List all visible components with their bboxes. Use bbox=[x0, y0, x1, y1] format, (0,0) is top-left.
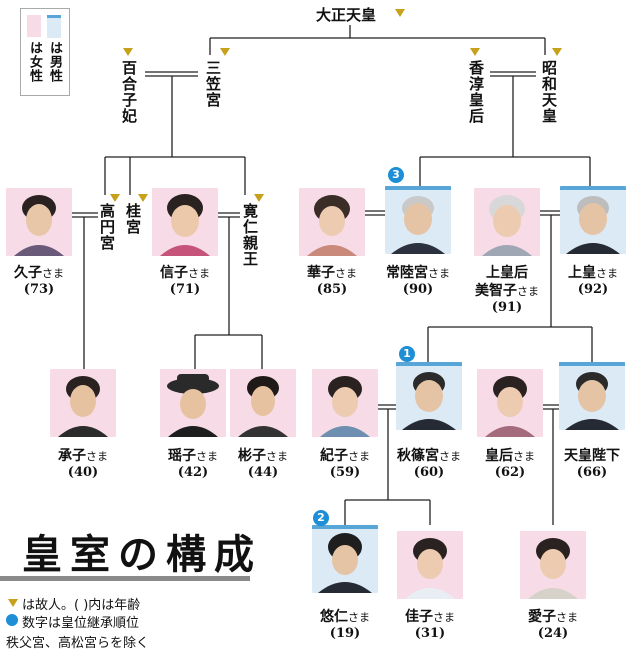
kogo-age: (62) bbox=[494, 465, 526, 480]
tsuguko-age: (40) bbox=[67, 465, 99, 480]
kojun-label: 香淳皇后 bbox=[467, 60, 485, 124]
hitachi-age: (90) bbox=[402, 282, 434, 297]
deceased-marker-icon bbox=[8, 599, 18, 607]
chart-title: 皇室の構成 bbox=[22, 531, 262, 578]
tsuguko-name: 承子さま bbox=[58, 448, 108, 464]
yoko-name: 瑶子さま bbox=[168, 448, 218, 464]
kogo-name: 皇后さま bbox=[485, 448, 535, 464]
yoko-age: (42) bbox=[177, 465, 209, 480]
joko-name: 上皇さま bbox=[568, 265, 618, 281]
aiko-age: (24) bbox=[537, 626, 569, 641]
aiko-name: 愛子さま bbox=[528, 609, 578, 625]
nobuko-age: (71) bbox=[169, 282, 201, 297]
succession-rank-badge: 3 bbox=[388, 167, 404, 183]
hanako-name: 華子さま bbox=[307, 265, 357, 281]
joko-photo bbox=[560, 186, 626, 254]
michiko-photo bbox=[474, 188, 540, 256]
deceased-marker-icon bbox=[254, 194, 264, 202]
aiko-photo bbox=[520, 531, 586, 599]
deceased-marker-icon bbox=[470, 48, 480, 56]
akiko-photo bbox=[230, 369, 296, 437]
tenno-age: (66) bbox=[576, 465, 608, 480]
hanako-age: (85) bbox=[316, 282, 348, 297]
akishino-age: (60) bbox=[413, 465, 445, 480]
mikasa-label: 三笠宮 bbox=[204, 60, 222, 108]
tsuguko-photo bbox=[50, 369, 116, 437]
joko-age: (92) bbox=[577, 282, 609, 297]
deceased-marker-icon bbox=[395, 9, 405, 17]
hisahito-name: 悠仁さま bbox=[320, 609, 370, 625]
kiko-photo bbox=[312, 369, 378, 437]
hisahito-age: (19) bbox=[329, 626, 361, 641]
yoko-photo bbox=[160, 369, 226, 437]
legend-male-label: は男性 bbox=[47, 41, 62, 83]
taisho-label: 大正天皇 bbox=[316, 6, 377, 24]
kiko-name: 紀子さま bbox=[320, 448, 370, 464]
deceased-marker-icon bbox=[123, 48, 133, 56]
tenno-photo bbox=[559, 362, 625, 430]
nobuko-photo bbox=[152, 188, 218, 256]
title-underline bbox=[0, 576, 250, 581]
kiko-age: (59) bbox=[329, 465, 361, 480]
michiko-name: 上皇后 bbox=[486, 265, 528, 281]
takamado-label: 高円宮 bbox=[98, 203, 116, 251]
deceased-marker-icon bbox=[552, 48, 562, 56]
kako-photo bbox=[397, 531, 463, 599]
note-succession: 数字は皇位継承順位 bbox=[22, 616, 140, 631]
gender-legend: は男性 は女性 bbox=[20, 8, 70, 96]
hisako-photo bbox=[6, 188, 72, 256]
hisako-name: 久子さま bbox=[14, 265, 64, 281]
hitachi-photo bbox=[385, 186, 451, 254]
kako-name: 佳子さま bbox=[405, 609, 455, 625]
akishino-name: 秋篠宮さま bbox=[397, 448, 461, 464]
hisako-age: (73) bbox=[23, 282, 55, 297]
deceased-marker-icon bbox=[110, 194, 120, 202]
female-swatch bbox=[27, 15, 41, 37]
yuriko-label: 百合子妃 bbox=[120, 60, 138, 124]
legend-female-label: は女性 bbox=[27, 41, 42, 83]
akiko-age: (44) bbox=[247, 465, 279, 480]
note-deceased: は故人。( )内は年齢 bbox=[22, 598, 141, 613]
hisahito-photo bbox=[312, 525, 378, 593]
succession-badge-icon bbox=[6, 614, 18, 626]
tomohito-label: 寛仁親王 bbox=[241, 203, 259, 267]
hanako-photo bbox=[299, 188, 365, 256]
michiko-age: (91) bbox=[491, 300, 523, 315]
male-swatch bbox=[47, 15, 61, 38]
kogo-photo bbox=[477, 369, 543, 437]
deceased-marker-icon bbox=[138, 194, 148, 202]
akishino-photo bbox=[396, 362, 462, 430]
deceased-marker-icon bbox=[220, 48, 230, 56]
hitachi-name: 常陸宮さま bbox=[386, 265, 450, 281]
kako-age: (31) bbox=[414, 626, 446, 641]
katsura-label: 桂宮 bbox=[124, 203, 142, 235]
showa-label: 昭和天皇 bbox=[540, 60, 558, 124]
nobuko-name: 信子さま bbox=[160, 265, 210, 281]
akiko-name: 彬子さま bbox=[238, 448, 288, 464]
succession-rank-badge: 2 bbox=[313, 510, 329, 526]
michiko-name-line2: 美智子さま bbox=[475, 283, 539, 299]
tenno-name: 天皇陛下 bbox=[564, 448, 620, 464]
succession-rank-badge: 1 bbox=[399, 346, 415, 362]
note-excluded: 秩父宮、高松宮らを除く bbox=[6, 636, 150, 651]
